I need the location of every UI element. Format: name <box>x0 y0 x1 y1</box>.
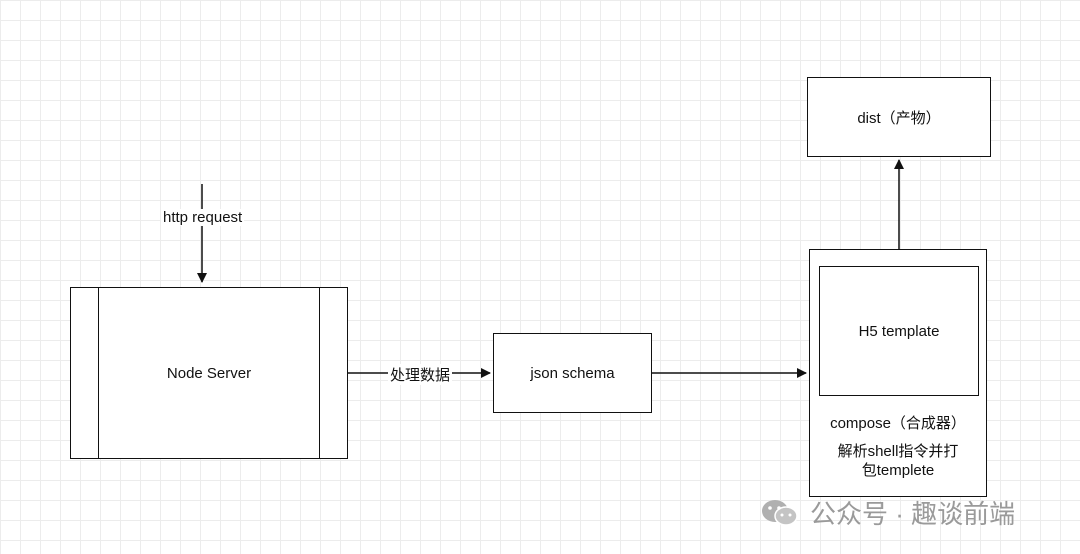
dist-box: dist（产物） <box>807 77 991 157</box>
h5-template-label: H5 template <box>858 322 940 340</box>
edge-label-process-data: 处理数据 <box>388 364 453 385</box>
h5-template-box: H5 template <box>819 266 979 396</box>
json-schema-label: json schema <box>530 364 615 382</box>
watermark: 公众号 · 趣谈前端 <box>760 494 1015 531</box>
wechat-icon <box>760 498 800 528</box>
edge-label-http-request: http request <box>161 209 245 226</box>
node-server-label: Node Server <box>166 364 252 382</box>
compose-description-line2: 包templete <box>861 462 935 479</box>
watermark-text: 公众号 · 趣谈前端 <box>810 499 1016 529</box>
json-schema-box: json schema <box>493 333 652 413</box>
compose-description: 解析shell指令并打 包templete <box>810 442 986 480</box>
node-server-right-bar <box>319 288 320 458</box>
compose-label: compose（合成器） <box>830 415 966 432</box>
dist-label: dist（产物） <box>857 109 941 127</box>
node-server-left-bar <box>98 288 99 458</box>
node-server-box: Node Server <box>70 287 348 459</box>
compose-description-line1: 解析shell指令并打 <box>837 443 959 460</box>
compose-box: H5 template compose（合成器） 解析shell指令并打 包te… <box>809 249 987 497</box>
